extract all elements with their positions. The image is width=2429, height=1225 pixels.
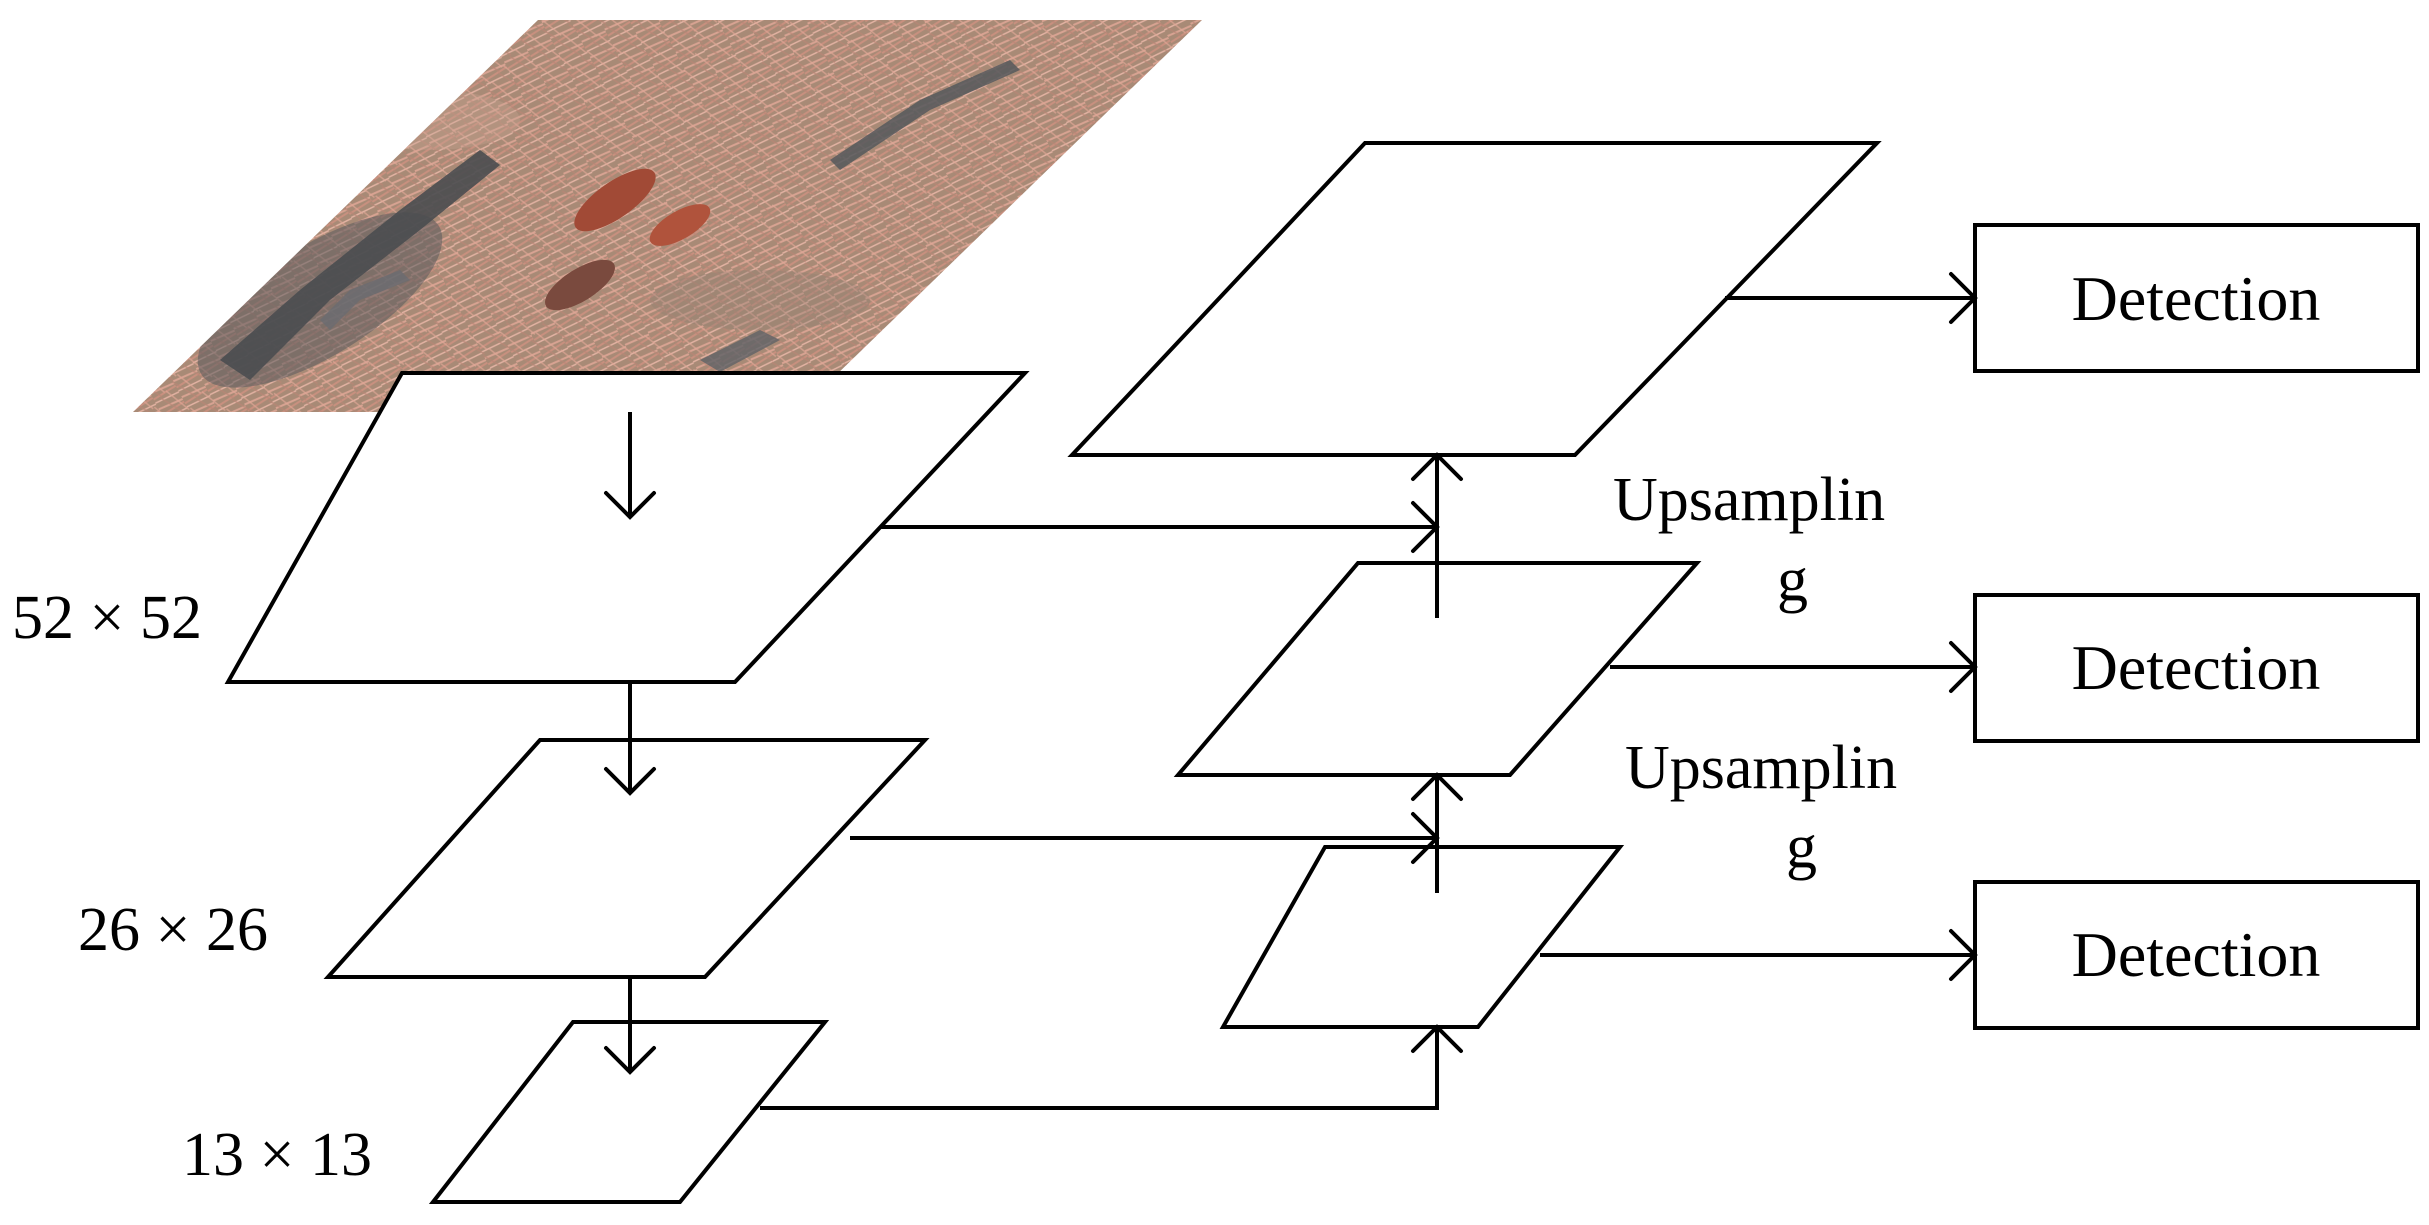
- lateral-arrow-52: [880, 501, 1440, 553]
- detection-box-2: [1973, 593, 2420, 743]
- upsampling-label-1-line2: g: [1777, 546, 1808, 614]
- detection-arrow-3: [1540, 929, 1978, 981]
- detection-label-2: Detection: [2072, 632, 2321, 703]
- neck-map-large: [1067, 141, 1882, 457]
- scale-label-52: 52 × 52: [12, 584, 202, 652]
- pine-cone-1: [574, 168, 656, 232]
- detection-label-3: Detection: [2072, 919, 2321, 990]
- upsampling-arrow-1: [1411, 452, 1463, 618]
- feature-map-26: [323, 738, 930, 979]
- feature-map-13: [428, 1020, 830, 1204]
- down-arrow-3: [604, 977, 656, 1075]
- upsampling-label-2-line1: Upsamplin: [1625, 734, 1897, 802]
- scale-label-13: 13 × 13: [182, 1121, 372, 1189]
- pine-cone-3: [545, 259, 615, 311]
- upsampling-label-1-line1: Upsamplin: [1613, 466, 1885, 534]
- input-image: [133, 20, 1202, 412]
- down-arrow-2: [604, 682, 656, 796]
- lateral-arrow-13: [760, 1024, 1463, 1110]
- pine-cone-2: [649, 204, 711, 246]
- feature-map-52: [224, 371, 1030, 684]
- down-arrow-1: [604, 412, 656, 520]
- detection-arrow-1: [1725, 272, 1978, 324]
- upsampling-arrow-2: [1411, 772, 1463, 893]
- neck-map-medium: [1173, 561, 1702, 777]
- detection-label-1: Detection: [2072, 263, 2321, 334]
- scale-label-26: 26 × 26: [78, 896, 268, 964]
- upsampling-label-2-line2: g: [1786, 813, 1817, 881]
- neck-map-small: [1219, 845, 1625, 1029]
- detection-arrow-2: [1610, 641, 1978, 693]
